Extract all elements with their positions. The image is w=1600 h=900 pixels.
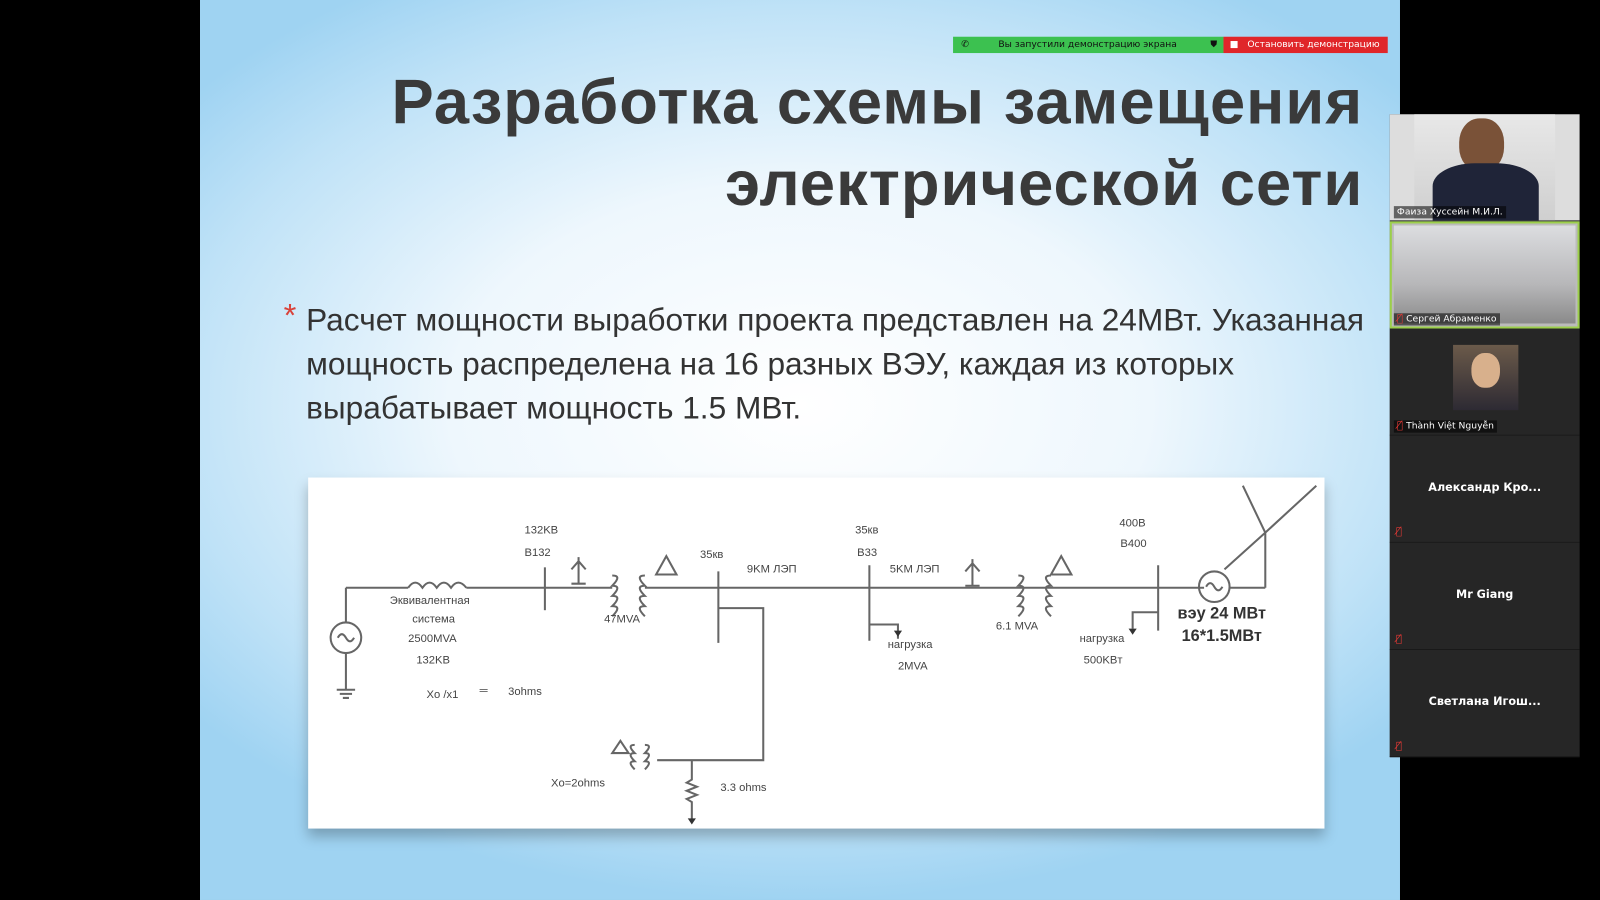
inductor-icon — [407, 581, 468, 590]
participant-name: Mr Giang — [1456, 587, 1514, 602]
resistor-icon — [683, 760, 700, 823]
label: Xo=2ohms — [551, 778, 605, 790]
label: 132KB — [416, 654, 450, 666]
label: 400B — [1119, 518, 1145, 530]
label: 9KM ЛЭП — [747, 563, 797, 575]
mic-muted-icon: 🎙̸ — [1396, 313, 1404, 325]
bullet-marker: * — [283, 296, 297, 334]
participants-panel: Фаиза Хуссейн М.И.Л. 🎙̸Сергей Абраменко … — [1389, 114, 1580, 758]
bullet-text: Расчет мощности выработки проекта предст… — [306, 302, 1365, 426]
participant-name: Александр Кро... — [1428, 480, 1542, 494]
participant-label: 🎙̸Thành Việt Nguyễn — [1393, 420, 1498, 433]
participant-tile[interactable]: Светлана Игош... 🎙̸ — [1389, 649, 1580, 758]
shield-icon: ⛊ — [1210, 39, 1218, 50]
label: Эквивалентная — [390, 595, 470, 607]
participant-tile-active[interactable]: 🎙̸Сергей Абраменко — [1389, 221, 1580, 329]
bus-35kv — [657, 571, 765, 762]
participant-tile[interactable]: 🎙̸Thành Việt Nguyễn — [1389, 328, 1580, 436]
participant-tile[interactable]: Фаиза Хуссейн М.И.Л. — [1389, 114, 1580, 222]
label: B400 — [1120, 538, 1146, 550]
phone-icon: ✆ — [961, 39, 969, 50]
ground-icon — [336, 587, 356, 699]
label: B132 — [524, 547, 550, 559]
label: 47MVA — [604, 613, 640, 625]
transformer-icon — [609, 574, 619, 618]
transformer-icon — [629, 743, 650, 771]
participant-video — [1453, 344, 1519, 411]
load-arrow-icon — [1128, 628, 1137, 635]
label: нагрузка — [1080, 633, 1126, 645]
screen-share-status: ✆ Вы запустили демонстрацию экрана ⛊ — [953, 36, 1224, 54]
circuit-diagram: Эквивалентная система 2500MVA 132KB Xo /… — [308, 477, 1325, 829]
delta-icon — [654, 554, 679, 576]
label: Xo /x1 — [427, 689, 459, 701]
participant-name: Сергей Абраменко — [1406, 314, 1497, 325]
stop-share-label: Остановить демонстрацию — [1247, 39, 1380, 50]
participant-name: Thành Việt Nguyễn — [1406, 421, 1494, 432]
circuit-svg: Эквивалентная система 2500MVA 132KB Xo /… — [329, 484, 1318, 825]
mic-muted-icon: 🎙̸ — [1395, 740, 1403, 753]
slide-title-line1: Разработка схемы замещения — [391, 67, 1364, 138]
slide-title-line2: электрической сети — [725, 148, 1364, 220]
participant-video — [1393, 225, 1576, 324]
stop-icon: ■ — [1229, 39, 1239, 50]
label: 16*1.5МВт — [1182, 627, 1262, 645]
mic-muted-icon: 🎙̸ — [1395, 633, 1403, 645]
label: 3ohms — [508, 686, 542, 698]
load-arrow-icon — [893, 630, 903, 637]
label: 500KBт — [1084, 654, 1123, 666]
label: вэу 24 МВт — [1178, 604, 1266, 622]
participant-tile[interactable]: Александр Кро... 🎙̸ — [1389, 435, 1580, 543]
label: система — [412, 613, 455, 625]
mic-muted-icon: 🎙̸ — [1395, 526, 1403, 538]
participant-video — [1414, 114, 1556, 221]
ground-icon — [570, 557, 587, 585]
label: 3.3 ohms — [720, 782, 767, 794]
label: 132KB — [524, 525, 558, 537]
label: 2MVA — [898, 660, 928, 672]
share-status-text: Вы запустили демонстрацию экрана — [998, 39, 1177, 50]
bus-b400 — [1131, 565, 1160, 631]
slide-bullet: * Расчет мощности выработки проекта пред… — [284, 297, 1388, 430]
participant-name: Фаиза Хуссейн М.И.Л. — [1393, 206, 1506, 219]
ground-icon — [964, 559, 981, 587]
label: нагрузка — [888, 639, 934, 651]
transformer-icon — [1015, 574, 1025, 618]
label: 6.1 MVA — [996, 621, 1039, 633]
label: 35кв — [700, 549, 723, 561]
label: 35кв — [855, 525, 878, 537]
equals-sign: ═ — [479, 685, 488, 697]
stop-share-button[interactable]: ■ Остановить демонстрацию — [1223, 36, 1388, 54]
label: 5KM ЛЭП — [890, 563, 940, 575]
mic-muted-icon: 🎙̸ — [1396, 420, 1404, 432]
bus-b33 — [868, 565, 899, 641]
label: B33 — [857, 547, 877, 559]
delta-icon — [1049, 554, 1074, 576]
participant-name: Светлана Игош... — [1428, 694, 1541, 709]
participant-tile[interactable]: Mr Giang 🎙̸ — [1389, 542, 1580, 650]
label: 2500MVA — [408, 633, 457, 645]
arrow-icon — [687, 818, 696, 825]
participant-label: 🎙̸Сергей Абраменко — [1393, 313, 1500, 326]
wind-turbine-icon — [1223, 484, 1318, 588]
delta-icon — [610, 738, 631, 755]
